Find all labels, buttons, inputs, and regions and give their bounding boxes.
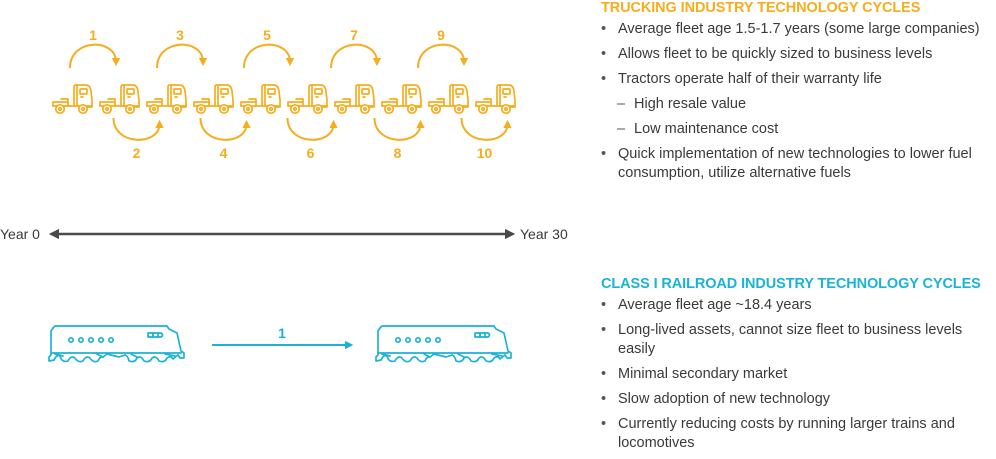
bullet-icon: • bbox=[601, 366, 607, 382]
bullet-icon: • bbox=[601, 322, 607, 338]
railroad-bullet-list: • Average fleet age ~18.4 years • Long-live… bbox=[601, 296, 996, 453]
bullet-item: • Tractors operate half of their warranty… bbox=[601, 70, 996, 89]
bullet-item: • Minimal secondary market bbox=[601, 365, 996, 384]
curved-arrow-icon bbox=[112, 117, 164, 141]
cycle-number-label: 1 bbox=[89, 27, 97, 43]
cycle-labels: 1 2 3 4 5 6 7 8 9 10 bbox=[89, 27, 492, 161]
bullet-icon: • bbox=[601, 46, 607, 62]
bullet-text: Long-lived assets, cannot size fleet to … bbox=[618, 322, 963, 357]
curved-arrow-icon bbox=[243, 43, 295, 69]
curved-arrow-icon bbox=[199, 117, 251, 141]
truck-icon bbox=[381, 84, 422, 115]
cycle-number-label: 4 bbox=[220, 145, 228, 161]
cycle-number-label: 10 bbox=[477, 145, 493, 161]
sub-bullet-item: –Low maintenance cost bbox=[601, 120, 996, 139]
locomotive-icon bbox=[375, 325, 512, 363]
bullet-icon: • bbox=[601, 416, 607, 432]
sub-bullet-item: –High resale value bbox=[601, 95, 996, 114]
bullet-text: Quick implementation of new technologies… bbox=[618, 146, 972, 181]
dash-icon: – bbox=[617, 121, 626, 137]
bullet-item: • Quick implementation of new technologie… bbox=[601, 145, 996, 183]
bullet-item: • Average fleet age 1.5-1.7 years (some l… bbox=[601, 20, 996, 39]
bullet-text: Average fleet age 1.5-1.7 years (some la… bbox=[618, 21, 980, 37]
truck-icon bbox=[146, 84, 187, 115]
curved-arrow-icon bbox=[286, 117, 338, 141]
truck-icon bbox=[475, 84, 516, 115]
bullet-text: Currently reducing costs by running larg… bbox=[618, 416, 955, 451]
bullet-icon: • bbox=[601, 71, 607, 87]
trucking-title: TRUCKING INDUSTRY TECHNOLOGY CYCLES bbox=[601, 0, 921, 16]
dash-icon: – bbox=[617, 96, 626, 112]
locomotive-icon bbox=[48, 325, 185, 363]
bullet-text: Tractors operate half of their warranty … bbox=[618, 71, 882, 87]
truck-row bbox=[52, 84, 516, 115]
railroad-cycle-label: 1 bbox=[278, 325, 286, 341]
cycle-number-label: 3 bbox=[176, 27, 184, 43]
bullet-icon: • bbox=[601, 146, 607, 162]
bullet-text: Slow adoption of new technology bbox=[618, 391, 831, 407]
truck-icon bbox=[240, 84, 281, 115]
truck-icon bbox=[193, 84, 234, 115]
curved-arrow-icon bbox=[69, 43, 121, 69]
bullet-item: • Allows fleet to be quickly sized to bus… bbox=[601, 45, 996, 64]
bullet-item: • Average fleet age ~18.4 years bbox=[601, 296, 996, 315]
railroad-title: CLASS I RAILROAD INDUSTRY TECHNOLOGY CYC… bbox=[601, 276, 981, 292]
bullet-text: High resale value bbox=[634, 96, 747, 112]
curved-arrow-icon bbox=[373, 117, 425, 141]
trucking-panel: TRUCKING INDUSTRY TECHNOLOGY CYCLES • Ave… bbox=[601, 0, 996, 189]
cycle-arcs bbox=[69, 43, 512, 141]
bullet-icon: • bbox=[601, 297, 607, 313]
trucking-bullet-list: • Average fleet age 1.5-1.7 years (some l… bbox=[601, 20, 996, 183]
railroad-panel: CLASS I RAILROAD INDUSTRY TECHNOLOGY CYC… bbox=[601, 276, 996, 459]
cycle-number-label: 5 bbox=[263, 27, 271, 43]
cycle-number-label: 9 bbox=[437, 27, 445, 43]
bullet-icon: • bbox=[601, 391, 607, 407]
cycle-number-label: 7 bbox=[350, 27, 358, 43]
timeline-end-label: Year 30 bbox=[520, 226, 568, 242]
bullet-icon: • bbox=[601, 21, 607, 37]
cycle-number-label: 8 bbox=[394, 145, 402, 161]
bullet-text: Average fleet age ~18.4 years bbox=[618, 297, 812, 313]
curved-arrow-icon bbox=[156, 43, 208, 69]
truck-icon bbox=[287, 84, 328, 115]
cycle-number-label: 6 bbox=[307, 145, 315, 161]
timeline-start-label: Year 0 bbox=[0, 226, 40, 242]
truck-icon bbox=[334, 84, 375, 115]
bullet-text: Minimal secondary market bbox=[618, 366, 788, 382]
truck-icon bbox=[99, 84, 140, 115]
bullet-item: • Currently reducing costs by running lar… bbox=[601, 415, 996, 453]
technology-cycle-diagram: 1 2 3 4 5 6 7 8 9 10 Year 0 Year 30 1 bbox=[0, 27, 568, 363]
curved-arrow-icon bbox=[330, 43, 382, 69]
curved-arrow-icon bbox=[417, 43, 469, 69]
bullet-item: • Slow adoption of new technology bbox=[601, 390, 996, 409]
truck-icon bbox=[428, 84, 469, 115]
bullet-item: • Long-lived assets, cannot size fleet to… bbox=[601, 321, 996, 359]
truck-icon bbox=[52, 84, 93, 115]
curved-arrow-icon bbox=[460, 117, 512, 141]
cycle-number-label: 2 bbox=[133, 145, 141, 161]
bullet-text: Allows fleet to be quickly sized to busi… bbox=[618, 46, 933, 62]
bullet-text: Low maintenance cost bbox=[634, 121, 779, 137]
